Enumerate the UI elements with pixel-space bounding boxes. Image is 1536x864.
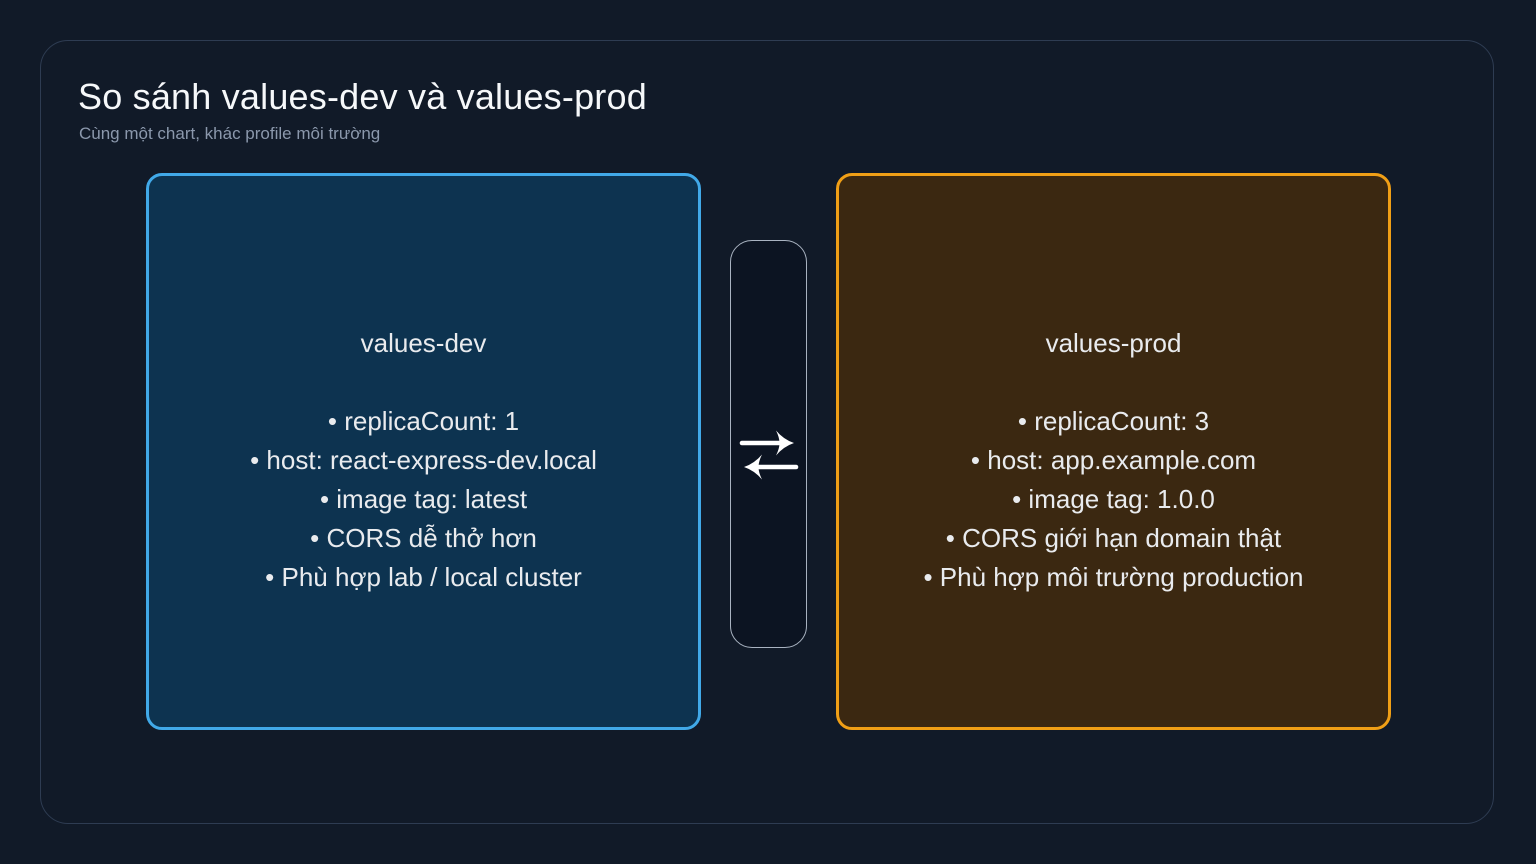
card-dev-item-cors: • CORS dễ thở hơn (310, 523, 537, 553)
card-dev-title: values-dev (360, 328, 487, 358)
card-dev-item-replicacount: • replicaCount: 1 (327, 406, 520, 436)
card-prod-item-cors: • CORS giới hạn domain thật (945, 523, 1282, 553)
swap-pill (730, 240, 807, 648)
card-prod-item-image-tag: • image tag: 1.0.0 (1012, 484, 1215, 514)
page-title: So sánh values-dev và values-prod (78, 76, 647, 117)
card-prod-item-replicacount: • replicaCount: 3 (1017, 406, 1210, 436)
card-dev-item-use-case: • Phù hợp lab / local cluster (265, 562, 582, 592)
swap-arrows-icon (739, 430, 798, 480)
card-values-dev: values-dev • replicaCount: 1 • host: rea… (146, 173, 701, 730)
card-prod-title: values-prod (1045, 328, 1182, 358)
card-values-prod: values-prod • replicaCount: 3 • host: ap… (836, 173, 1391, 730)
card-prod-item-use-case: • Phù hợp môi trường production (923, 562, 1304, 592)
card-prod-item-host: • host: app.example.com (970, 445, 1257, 475)
page-subtitle: Cùng một chart, khác profile môi trường (79, 124, 381, 143)
content-panel (40, 40, 1494, 824)
card-dev-item-host: • host: react-express-dev.local (250, 445, 597, 475)
card-dev-item-image-tag: • image tag: latest (319, 484, 528, 514)
